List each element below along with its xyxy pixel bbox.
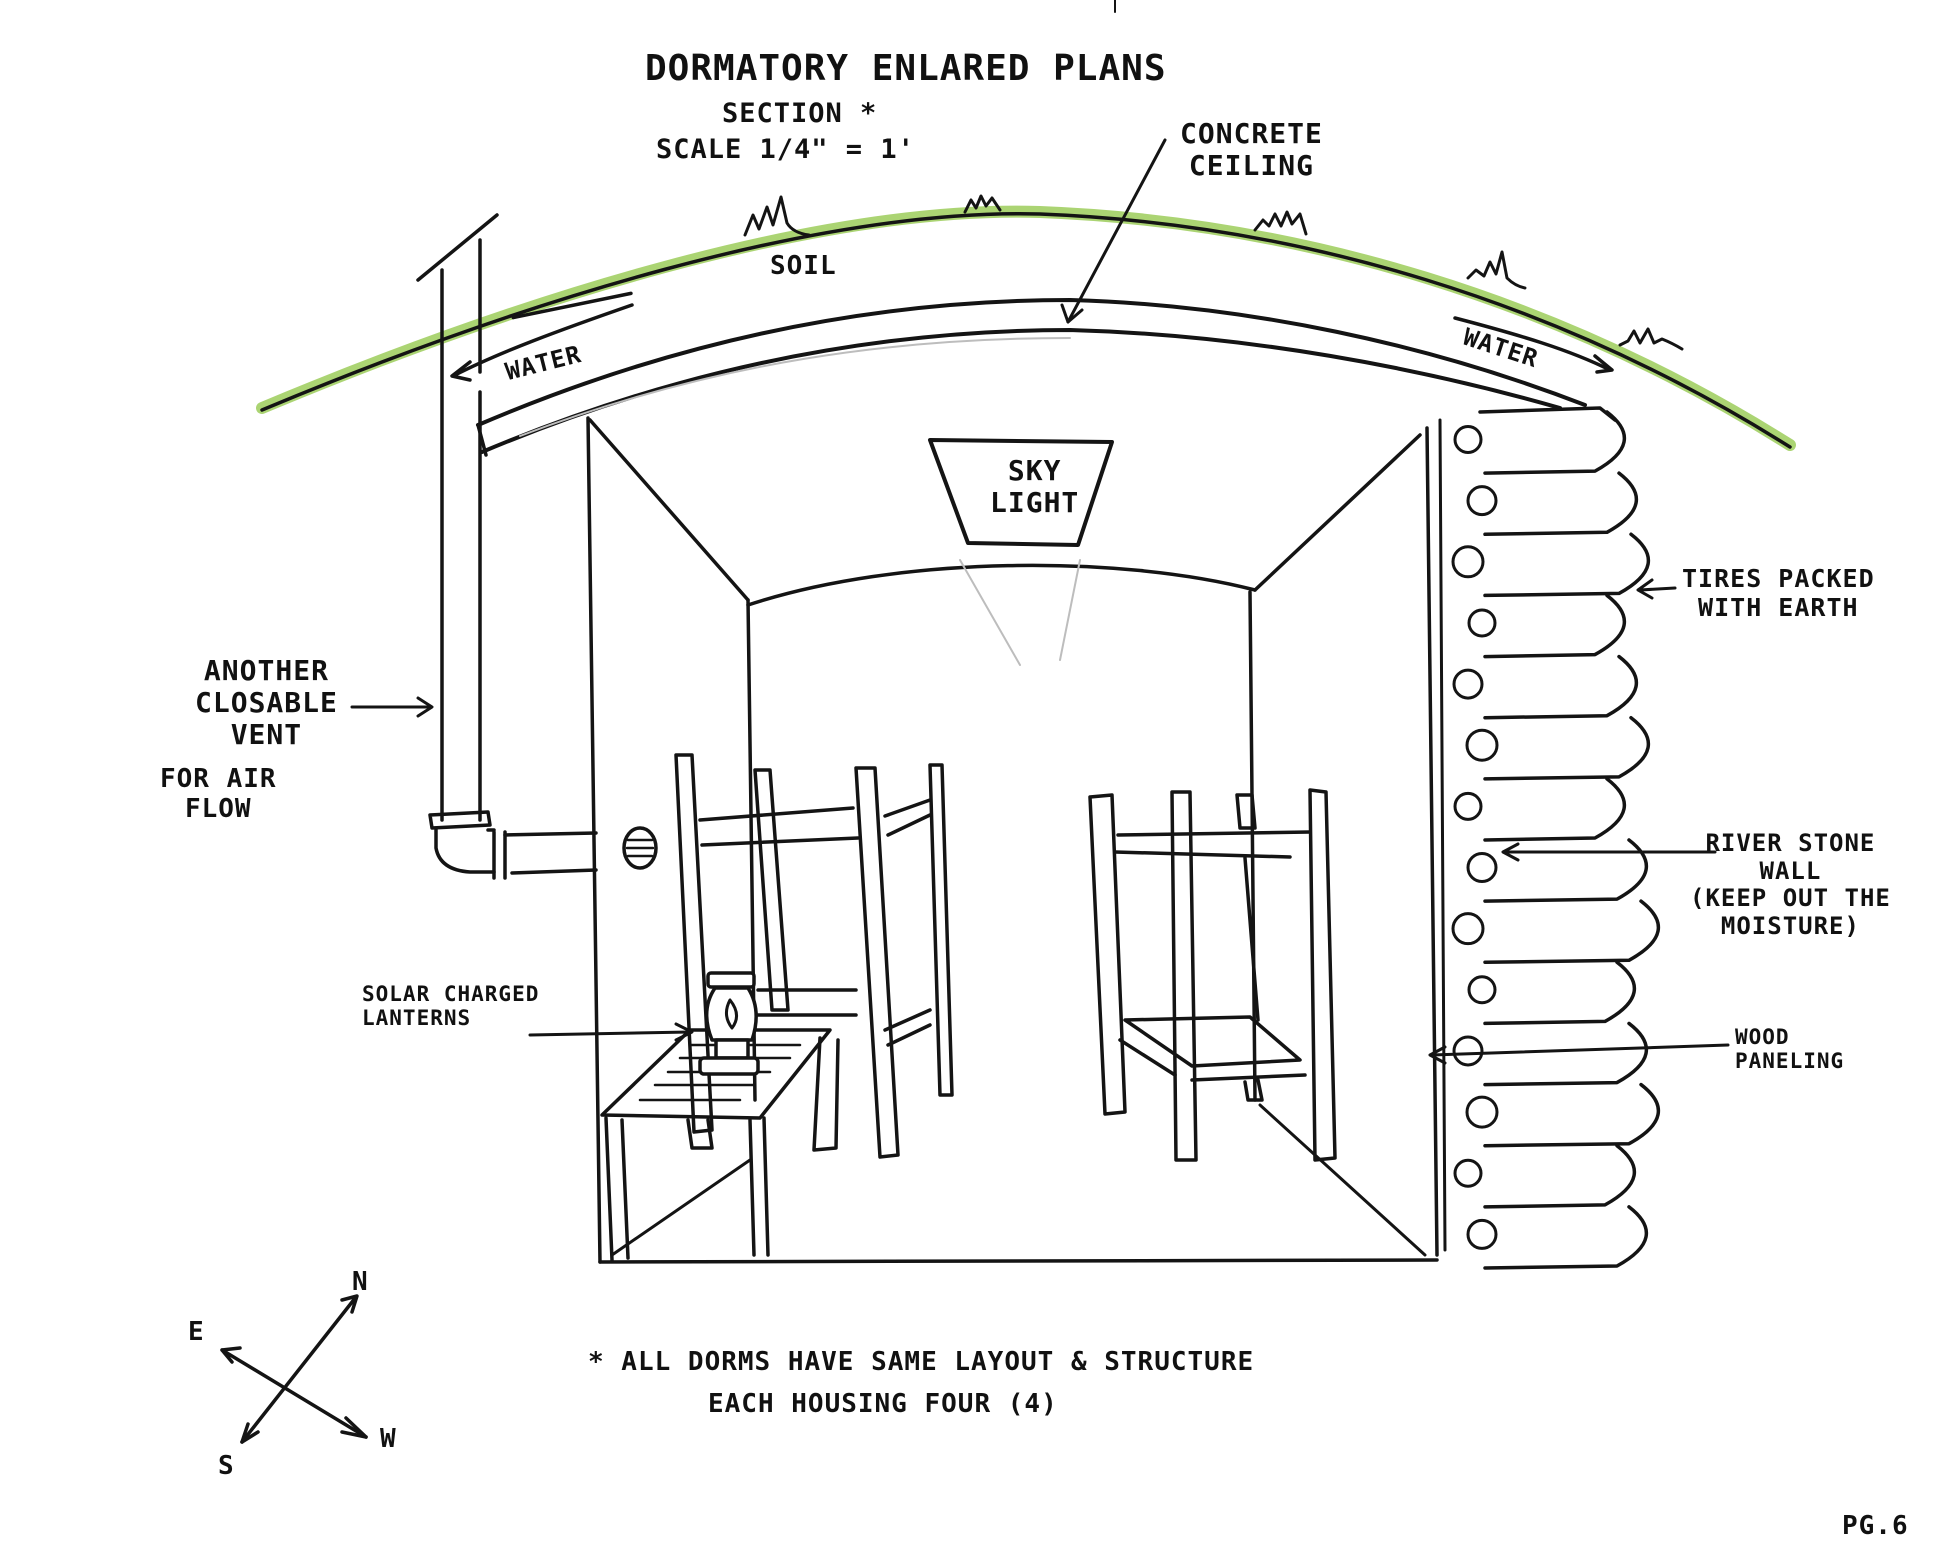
ground-surface xyxy=(256,205,1796,451)
grass-tuft-icon xyxy=(743,194,1684,351)
drawing-scale: SCALE 1/4" = 1' xyxy=(656,134,915,165)
label-skylight: SKY LIGHT xyxy=(990,454,1080,520)
tire-ring xyxy=(1483,1205,1649,1270)
room-walls xyxy=(586,416,1447,1264)
water-flow-arrows xyxy=(450,303,1614,382)
tire-wall-top xyxy=(1478,406,1617,422)
tire-ring xyxy=(1483,1021,1649,1087)
skylight-frame xyxy=(928,438,1114,547)
river-stone xyxy=(1453,1158,1483,1188)
drawing-title: DORMATORY ENLARED PLANS xyxy=(645,48,1167,89)
drawing-subtitle: SECTION * xyxy=(722,98,878,129)
tire-wall xyxy=(1451,406,1661,1270)
river-stone xyxy=(1466,852,1498,884)
river-stone xyxy=(1467,975,1497,1005)
lantern-icon xyxy=(698,971,760,1076)
concrete-ceiling-pointer xyxy=(1060,138,1167,324)
vent-pipe xyxy=(416,213,598,880)
label-closable-vent: ANOTHER CLOSABLE VENT xyxy=(195,654,338,752)
compass-south: S xyxy=(218,1451,235,1481)
tire-ring xyxy=(1483,471,1639,537)
tire-ring xyxy=(1483,899,1661,965)
river-stone xyxy=(1466,485,1498,517)
label-air-flow: FOR AIR FLOW xyxy=(160,764,277,824)
compass-rose-icon xyxy=(220,1294,368,1444)
concrete-ceiling-arch xyxy=(476,298,1587,457)
bunk-bed-right xyxy=(1088,788,1337,1162)
river-stone xyxy=(1452,668,1484,700)
compass-east: E xyxy=(188,1317,205,1347)
label-solar-lanterns: SOLAR CHARGED LANTERNS xyxy=(362,982,540,1031)
river-stone xyxy=(1452,1035,1484,1067)
river-stone xyxy=(1465,1095,1499,1129)
tire-ring xyxy=(1483,960,1637,1026)
soil-line xyxy=(511,291,633,320)
river-stone xyxy=(1467,608,1497,638)
tire-ring xyxy=(1483,1082,1661,1148)
river-stone xyxy=(1465,728,1499,762)
label-soil: SOIL xyxy=(770,251,837,281)
tire-ring xyxy=(1483,715,1651,781)
river-stone xyxy=(1453,425,1483,455)
tire-ring xyxy=(1483,838,1649,903)
footnote-line-1: * ALL DORMS HAVE SAME LAYOUT & STRUCTURE xyxy=(588,1347,1255,1377)
tire-ring xyxy=(1483,593,1627,659)
river-stone xyxy=(1453,791,1483,821)
compass-north: N xyxy=(352,1267,369,1297)
river-stone xyxy=(1451,912,1485,946)
compass-west: W xyxy=(380,1424,397,1454)
label-wood-paneling: WOOD PANELING xyxy=(1735,1025,1845,1074)
tire-ring xyxy=(1483,777,1627,842)
river-stone xyxy=(1466,1218,1498,1250)
tire-ring xyxy=(1483,532,1651,598)
page-number: PG.6 xyxy=(1842,1511,1909,1541)
tire-ring xyxy=(1483,410,1627,475)
label-tires-packed: TIRES PACKED WITH EARTH xyxy=(1682,564,1875,622)
footnote-line-2: EACH HOUSING FOUR (4) xyxy=(708,1389,1058,1419)
vent-grille-icon xyxy=(622,826,658,870)
bunk-bed-left xyxy=(674,753,954,1159)
river-stone xyxy=(1451,545,1485,579)
tire-ring xyxy=(1483,1143,1637,1209)
tire-ring xyxy=(1483,654,1639,720)
label-river-stone-wall: RIVER STONE WALL (KEEP OUT THE MOISTURE) xyxy=(1690,829,1891,940)
label-arrows xyxy=(350,578,1730,1065)
label-concrete-ceiling: CONCRETE CEILING xyxy=(1180,117,1323,183)
